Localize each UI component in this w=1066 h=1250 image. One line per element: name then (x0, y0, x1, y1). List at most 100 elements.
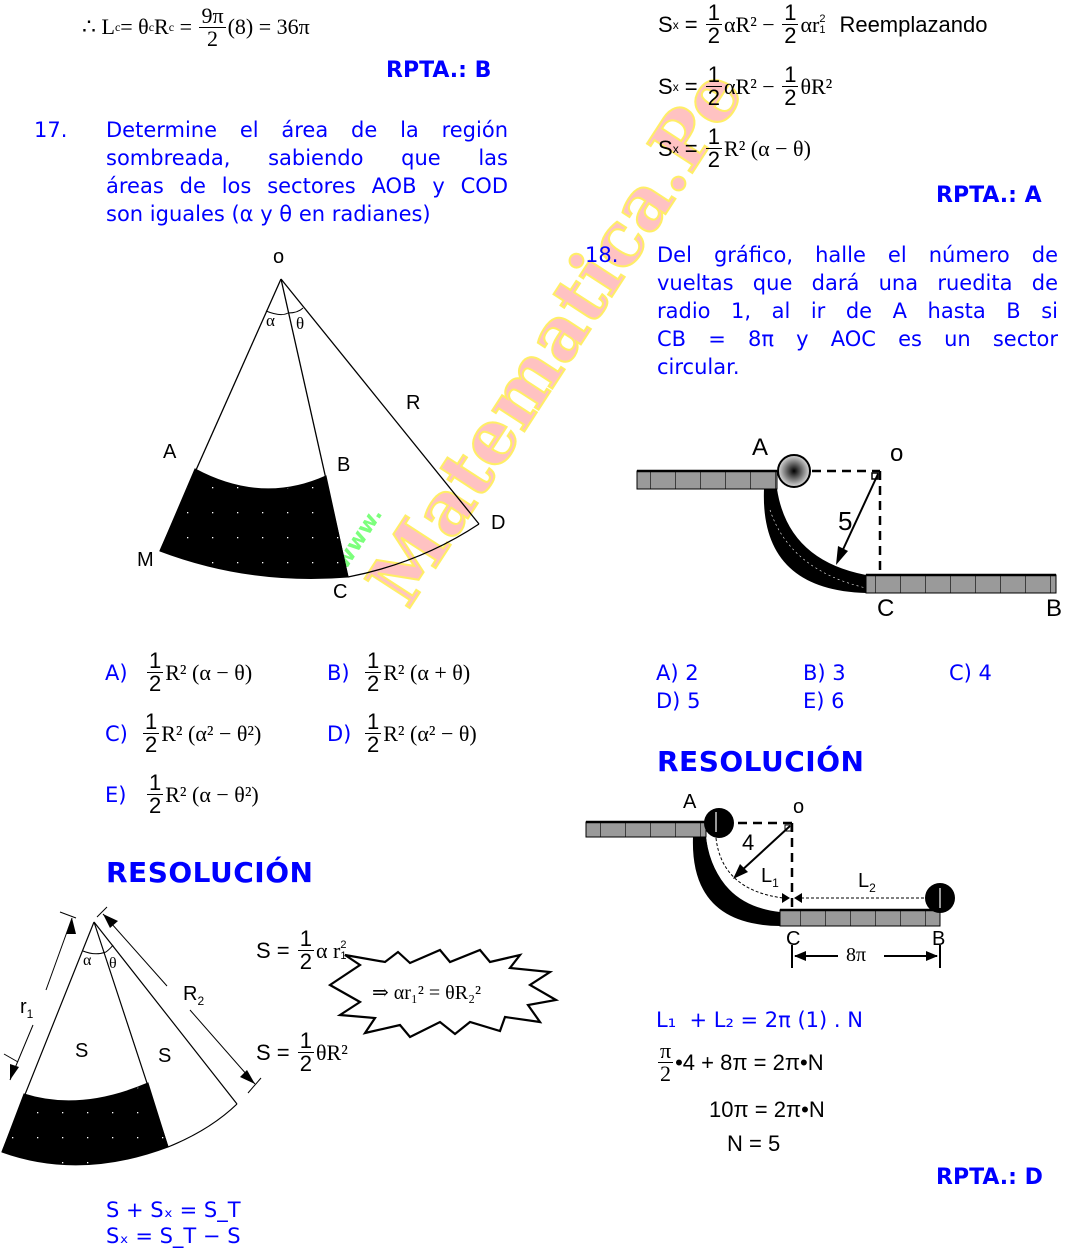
option-18-B[interactable]: B) 3 (803, 659, 846, 687)
answer-17: RPTA.: A (936, 183, 1042, 208)
denominator: 2 (367, 732, 380, 757)
problem-line: Del gráfico, halle el número de (657, 243, 1058, 267)
res18-label-L1: L1 (761, 865, 779, 890)
problem-line: vueltas que dará una ruedita de (657, 271, 1058, 295)
numerator: 1 (297, 926, 314, 951)
problem-17-text: Determine el área de la región sombreada… (106, 116, 508, 228)
formula-text: = (678, 11, 704, 37)
formula-text: = (678, 135, 704, 161)
L-sub: 1 (772, 876, 779, 890)
numerator: 1 (705, 0, 723, 25)
problem-line: áreas de los sectores AOB y COD (106, 174, 508, 198)
numerator: 9π (199, 2, 226, 28)
formula-sub: c (114, 19, 121, 34)
formula-text: θR² (316, 1039, 348, 1065)
option-value: 6 (831, 689, 845, 713)
res18-label-B: B (932, 928, 946, 950)
sub: 1 (819, 23, 826, 36)
label-C: C (333, 581, 348, 603)
solution-line-3: 10π = 2π•N (709, 1097, 825, 1122)
res18-label-L2: L2 (858, 870, 876, 895)
sup: 2 (819, 12, 826, 25)
fig18-label-B: B (1046, 595, 1063, 622)
denominator: 2 (707, 85, 721, 110)
formula-text: α r (316, 937, 341, 963)
option-expr: R² (α − θ) (165, 659, 253, 685)
option-letter: D) (656, 689, 681, 713)
denominator: 2 (784, 23, 797, 48)
L-label: L (858, 870, 870, 892)
option-expr: R² (α + θ) (383, 659, 471, 685)
numerator: π (658, 1038, 674, 1063)
denominator: 2 (149, 793, 162, 818)
L-sub: 2 (869, 881, 876, 895)
formula-text: S = (256, 1039, 296, 1065)
formula-sub: x (672, 141, 679, 156)
formula-sub: c (168, 19, 175, 34)
numerator: 1 (782, 62, 799, 87)
label-R: R (406, 392, 421, 414)
fig18-label-A: A (752, 434, 769, 461)
sup: 2 (340, 938, 347, 951)
problem-line: son iguales (α y θ en radianes) (106, 202, 431, 226)
option-18-D[interactable]: D) 5 (656, 687, 700, 715)
formula-sub: x (672, 79, 679, 94)
option-18-E[interactable]: E) 6 (803, 687, 845, 715)
res-label-theta: θ (109, 955, 117, 972)
burst-equation: ⇒ αr₁² = θR₂² (372, 982, 482, 1004)
answer-prev: RPTA.: B (386, 58, 492, 83)
problem-line: CB = 8π y AOC es un sector (657, 327, 1058, 351)
problem-line: sombreada, sabiendo que las (106, 146, 508, 170)
numerator: 1 (147, 770, 164, 795)
formula-text: = (174, 14, 198, 39)
option-expr: R² (α² − θ²) (161, 720, 262, 746)
formula-text: = θ (120, 14, 149, 39)
formula-text: S (658, 73, 673, 99)
option-18-C[interactable]: C) 4 (949, 659, 992, 687)
option-letter: C) (105, 721, 128, 746)
formula-text: ∴ L (82, 14, 115, 39)
res-label-S-left: S (75, 1040, 89, 1062)
answer-18: RPTA.: D (936, 1165, 1043, 1190)
formula-text: αR² − (724, 73, 781, 99)
solution-line-4: N = 5 (727, 1131, 781, 1156)
option-letter: A) (105, 660, 128, 685)
option-letter: E) (105, 782, 127, 807)
option-18-A[interactable]: A) 2 (656, 659, 699, 687)
label-M: M (137, 549, 154, 571)
formula-text: R² (α − θ) (724, 135, 811, 161)
denominator: 2 (660, 1061, 672, 1086)
numerator: 1 (782, 0, 799, 25)
formula-text: αr (800, 11, 820, 37)
fig18-label-O: o (890, 440, 904, 467)
resolucion-heading-18: RESOLUCIÓN (657, 745, 865, 778)
solution-line-1: L₁ + L₂ = 2π (1) . N (656, 1008, 863, 1032)
problem-line: Determine el área de la región (106, 118, 508, 142)
res18-label-O: o (793, 796, 805, 818)
L-label: L (761, 865, 773, 887)
denominator: 2 (707, 147, 721, 172)
R-sub: 2 (197, 994, 205, 1008)
res-label-alpha: α (83, 952, 92, 969)
